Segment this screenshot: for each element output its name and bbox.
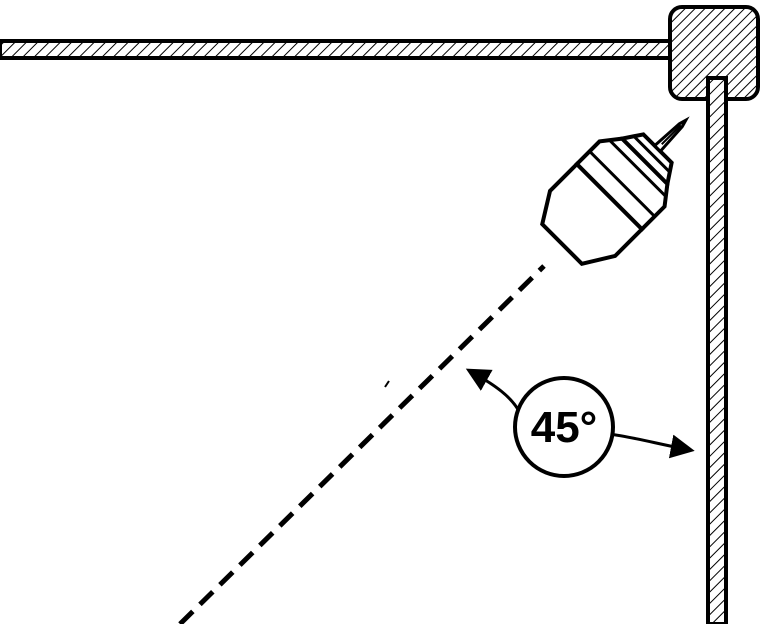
small-mark [384, 380, 390, 388]
angle-callout: 45° [513, 376, 615, 478]
vertical-board [706, 76, 728, 624]
angle-label: 45° [531, 403, 598, 452]
angle-guide-line [178, 264, 546, 624]
top-board [0, 39, 692, 60]
drill-icon [540, 116, 690, 266]
